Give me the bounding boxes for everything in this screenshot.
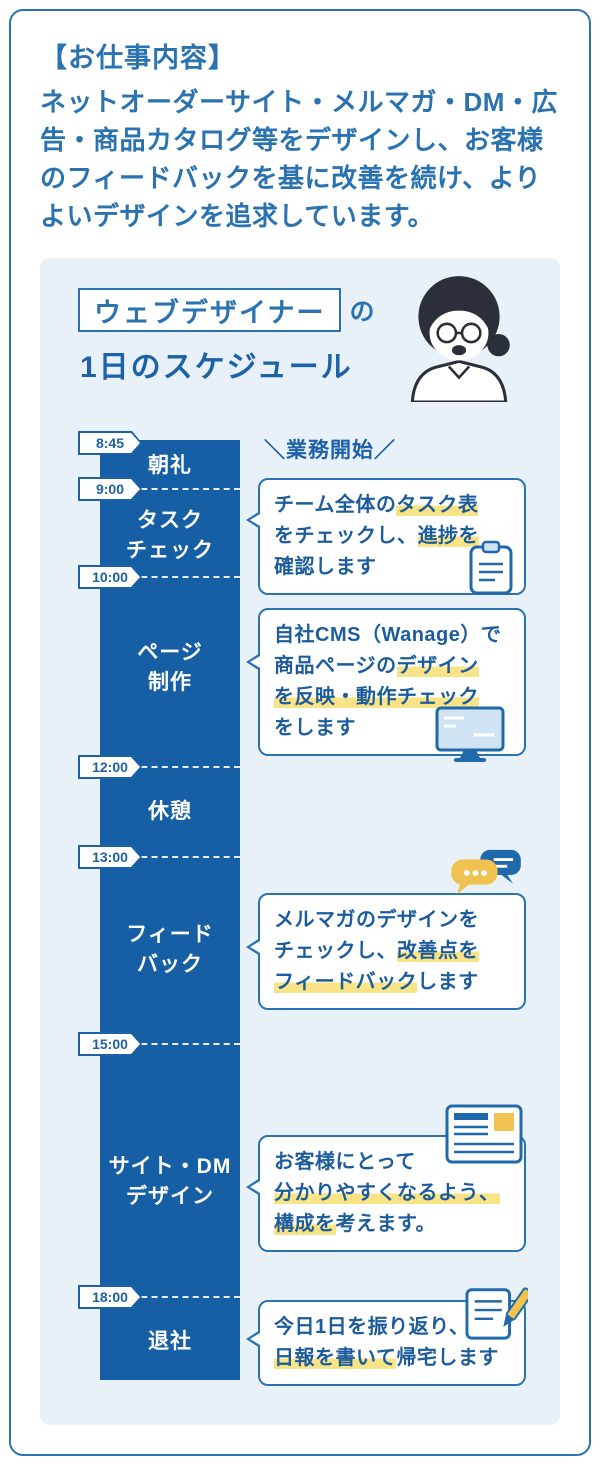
schedule-item-page-production: ページ 制作 <box>137 641 203 694</box>
time-tag-shape: 12:00 <box>80 757 140 777</box>
clipboard-icon <box>468 540 514 601</box>
speech-bubble-feedback: メルマガのデザインを チェックし、改善点を フィードバックします <box>246 893 526 1010</box>
time-tag-shape: 8:45 <box>80 433 140 453</box>
bubble-text: 自社CMS（Wanage）で 商品ページのデザイン を反映・動作チェック をしま… <box>274 620 510 744</box>
job-description-heading: 【お仕事内容】 <box>40 43 236 73</box>
schedule-item-site-dm-design: サイト・DM デザイン <box>108 1155 232 1208</box>
bubble-text-segment: をします <box>274 717 356 739</box>
timeline-divider <box>100 488 240 490</box>
bubble-text: チーム全体のタスク表 をチェックし、進捗を 確認します <box>274 490 510 583</box>
time-label: 13:00 <box>92 849 128 865</box>
bubble-text-segment: 今日1日を振り返り、 <box>274 1316 470 1338</box>
bubble-text-segment: フィードバック <box>274 971 418 993</box>
job-description-body: ネットオーダーサイト・メルマガ・DM・広告・商品カタログ等をデザインし、お客様の… <box>40 87 558 231</box>
time-label: 18:00 <box>92 1289 128 1305</box>
time-tag-shape: 13:00 <box>80 847 140 867</box>
time-tag-shape: 10:00 <box>80 567 140 587</box>
bubble-tail <box>246 1330 260 1348</box>
time-tag-0845: 8:45 <box>78 431 142 455</box>
bubble-tail <box>246 1178 260 1196</box>
bubble-tail <box>246 938 260 956</box>
bubble-text-segment: お客様にとって <box>274 1151 416 1173</box>
time-tag-shape: 18:00 <box>80 1287 140 1307</box>
time-tag-1200: 12:00 <box>78 755 142 779</box>
bubble-text-segment: を反映・動作チェック <box>274 686 479 708</box>
speech-bubble-site-dm-design: お客様にとって 分かりやすくなるよう、 構成を考えます。 <box>246 1135 526 1252</box>
monitor-icon <box>434 705 506 768</box>
bubble-text-segment: をチェックし、 <box>274 525 418 547</box>
bubble-text-segment: 進捗を <box>417 525 479 547</box>
role-title: ウェブデザイナー <box>94 297 326 328</box>
schedule-item-leave: 退社 <box>148 1330 192 1353</box>
bubble-tail <box>246 653 260 671</box>
time-label: 15:00 <box>92 1036 128 1052</box>
schedule-item-chourei: 朝礼 <box>148 454 192 477</box>
bubble-text-segment: チーム全体の <box>274 494 397 516</box>
bubble-text: メルマガのデザインを チェックし、改善点を フィードバックします <box>274 905 510 998</box>
timeline-divider <box>100 576 240 578</box>
schedule-item-break: 休憩 <box>148 800 192 823</box>
bubble-tail <box>246 511 260 529</box>
bubble-text-segment: 分かりやすくなるよう、 <box>274 1182 500 1204</box>
designer-avatar-svg <box>410 276 510 404</box>
memo-pencil-icon <box>464 1282 533 1347</box>
time-label: 8:45 <box>95 435 125 451</box>
designer-avatar-icon <box>398 270 520 404</box>
time-tag-0900: 9:00 <box>78 477 142 501</box>
bubble-text-segment: 自社CMS（Wanage）で 商品ページの <box>274 624 502 677</box>
page-border-frame <box>9 9 591 1456</box>
schedule-item-task-check: タスク チェック <box>126 509 214 562</box>
time-tag-1800: 18:00 <box>78 1285 142 1309</box>
bubble-text-segment: デザイン <box>396 655 479 677</box>
role-title-box: ウェブデザイナー <box>78 288 342 332</box>
job-description-section: 【お仕事内容】 ネットオーダーサイト・メルマガ・DM・広告・商品カタログ等をデザ… <box>40 36 564 235</box>
bubble-text-segment: メルマガのデザインを チェックし、 <box>274 909 479 962</box>
timeline-bar <box>100 440 240 1380</box>
article-icon <box>444 1103 524 1170</box>
speech-bubble-page-production: 自社CMS（Wanage）で 商品ページのデザイン を反映・動作チェック をしま… <box>246 608 526 756</box>
title-particle: の <box>349 298 375 326</box>
schedule-title-line1: ウェブデザイナー の <box>78 288 374 332</box>
bubble-text-segment: 改善点を <box>397 940 479 962</box>
work-start-callout: ＼業務開始／ <box>264 439 396 462</box>
time-label: 10:00 <box>92 569 128 585</box>
time-label: 9:00 <box>95 481 125 497</box>
time-tag-shape: 9:00 <box>80 479 140 499</box>
bubble-text: お客様にとって 分かりやすくなるよう、 構成を考えます。 <box>274 1147 510 1240</box>
chat-bubbles-icon <box>448 846 526 907</box>
schedule-item-feedback: フィード バック <box>126 923 214 976</box>
bubble-text: 今日1日を振り返り、 日報を書いて帰宅します <box>274 1312 510 1374</box>
bubble-text-segment: 確認します <box>274 556 377 578</box>
bubble-text-segment: 考えます。 <box>335 1213 436 1235</box>
timeline-divider <box>100 1043 240 1045</box>
time-tag-shape: 15:00 <box>80 1034 140 1054</box>
schedule-header: ウェブデザイナー の 1日のスケジュール <box>78 288 374 386</box>
time-tag-1000: 10:00 <box>78 565 142 589</box>
bubble-text-segment: 帰宅します <box>396 1347 499 1369</box>
bubble-text-segment: 日報を書いて <box>274 1347 397 1369</box>
bubble-text-segment: タスク表 <box>396 494 479 516</box>
time-label: 12:00 <box>92 759 128 775</box>
bubble-text-segment: 構成を <box>274 1213 336 1235</box>
time-tag-1500: 15:00 <box>78 1032 142 1056</box>
timeline-divider <box>100 856 240 858</box>
timeline-divider <box>100 1296 240 1298</box>
timeline-divider <box>100 766 240 768</box>
schedule-title-line2: 1日のスケジュール <box>80 351 353 384</box>
bubble-text-segment: します <box>417 971 479 993</box>
schedule-panel: ウェブデザイナー の 1日のスケジュール <box>40 258 560 1425</box>
time-tag-1300: 13:00 <box>78 845 142 869</box>
